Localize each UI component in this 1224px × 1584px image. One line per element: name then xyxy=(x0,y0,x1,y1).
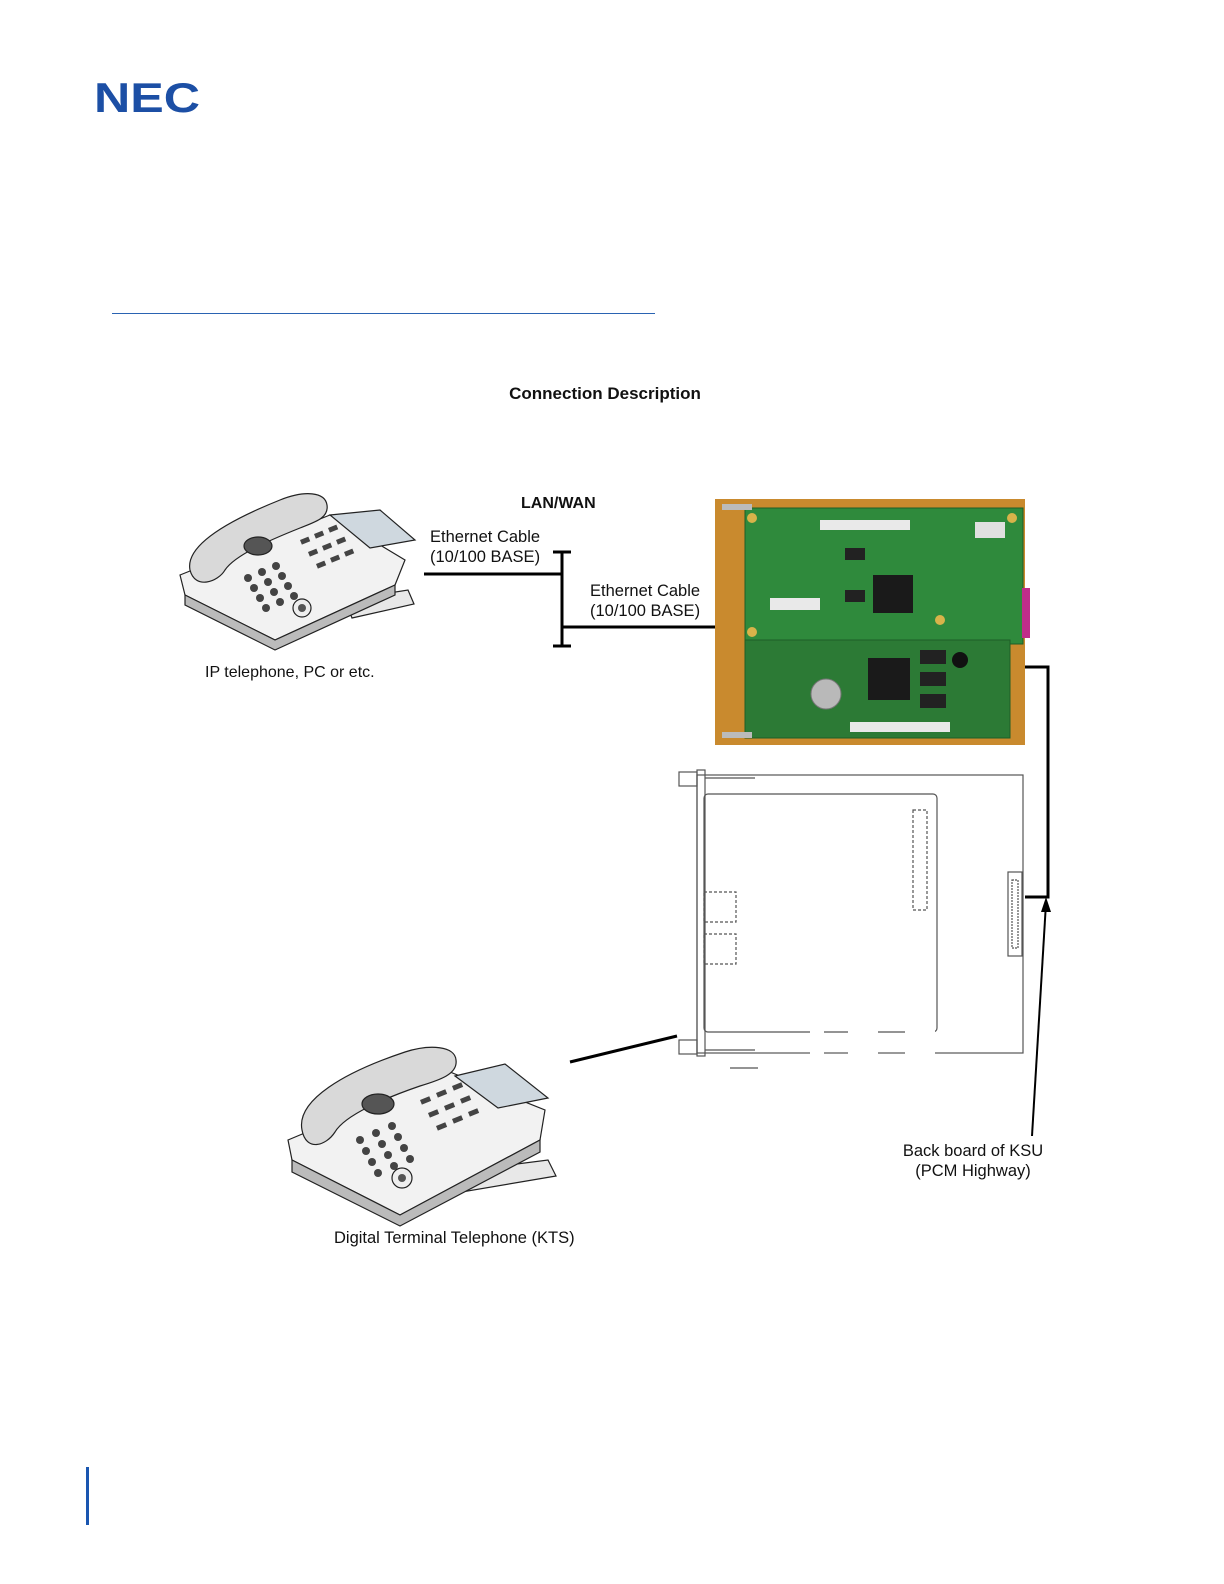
arrow-head xyxy=(1041,897,1051,912)
kts-line xyxy=(570,1036,677,1062)
ethernet-cable-label-1-line2: (10/100 BASE) xyxy=(430,547,540,567)
ethernet-cable-label-1: Ethernet Cable (10/100 BASE) xyxy=(430,527,540,567)
ethernet-cable-label-2: Ethernet Cable (10/100 BASE) xyxy=(590,581,700,621)
back-board-label-line1: Back board of KSU xyxy=(890,1141,1056,1161)
card-outline-drawing xyxy=(679,770,1023,1068)
ethernet-cable-label-1-line1: Ethernet Cable xyxy=(430,527,540,547)
back-board-label: Back board of KSU (PCM Highway) xyxy=(890,1141,1056,1181)
lan-wan-label: LAN/WAN xyxy=(521,494,596,514)
ethernet-cable-label-2-line1: Ethernet Cable xyxy=(590,581,700,601)
back-board-label-line2: (PCM Highway) xyxy=(890,1161,1056,1181)
ethernet-cable-label-2-line2: (10/100 BASE) xyxy=(590,601,700,621)
ip-telephone-label: IP telephone, PC or etc. xyxy=(205,663,375,683)
circuit-board-photo xyxy=(715,499,1030,745)
digital-terminal-label: Digital Terminal Telephone (KTS) xyxy=(334,1228,575,1248)
ip-telephone-icon xyxy=(180,494,415,650)
page-margin-bar xyxy=(86,1467,89,1525)
digital-telephone-icon xyxy=(288,1047,556,1226)
